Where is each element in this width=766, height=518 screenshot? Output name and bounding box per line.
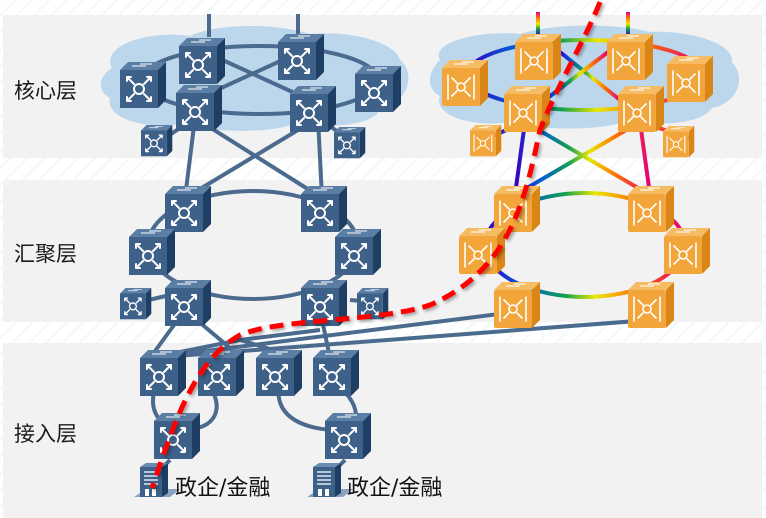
aggregation-switch: [300, 185, 348, 233]
access-switch: [139, 349, 187, 397]
access-layer-band: [3, 343, 762, 518]
service-path-highlight: [149, 1, 603, 489]
core-switch: [514, 33, 562, 81]
core-small-switch: [333, 126, 366, 159]
core-switch: [606, 33, 654, 81]
core-small-switch: [662, 125, 695, 158]
core-small-switch: [469, 124, 502, 157]
core-switch: [354, 65, 402, 113]
core-switch: [617, 85, 665, 133]
aggregation-switch: [334, 228, 382, 276]
access-switch: [255, 349, 303, 397]
core-switch: [119, 61, 167, 109]
access-switch: [324, 412, 372, 460]
core-switch: [666, 55, 714, 103]
aggregation-switch: [128, 228, 176, 276]
access-switch: [197, 349, 245, 397]
layer-label-access: 接入层: [14, 422, 77, 446]
aggregation-switch: [627, 185, 675, 233]
aggregation-small-switch: [119, 287, 152, 320]
access-switch: [312, 349, 360, 397]
layer-label-aggregation: 汇聚层: [14, 242, 77, 266]
core-switch: [441, 59, 489, 107]
aggregation-switch: [627, 281, 675, 329]
access-switch: [153, 412, 201, 460]
layer-label-core: 核心层: [14, 79, 77, 103]
aggregation-switch: [493, 281, 541, 329]
site-label: 政企/金融: [175, 476, 271, 501]
aggregation-switch: [164, 185, 212, 233]
left-network: [100, 14, 651, 472]
core-switch: [178, 37, 226, 85]
core-switch: [175, 84, 223, 132]
core-small-switch: [140, 124, 173, 157]
site-label: 政企/金融: [347, 476, 443, 501]
right-network: [429, 12, 740, 329]
aggregation-switch: [164, 279, 212, 327]
core-switch: [277, 33, 325, 81]
aggregation-switch: [663, 227, 711, 275]
core-switch: [289, 85, 337, 133]
